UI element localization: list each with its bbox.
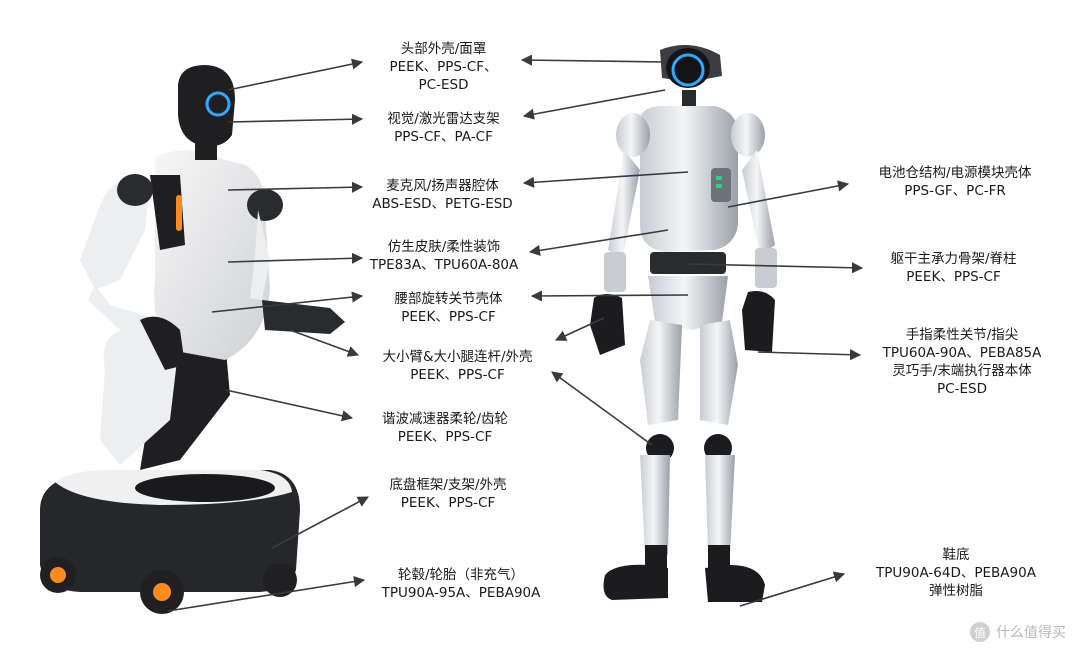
label-line: 灵巧手/末端执行器本体 <box>892 363 1032 379</box>
label-vision: 视觉/激光雷达支架 PPS-CF、PA-CF <box>366 110 521 146</box>
arrow-skin-left <box>227 252 364 264</box>
arrow-arm-right-upper <box>554 317 605 341</box>
label-wheel: 轮毂/轮胎（非充气） TPU90A-95A、PEBA90A <box>366 566 556 602</box>
arrow-battery <box>727 180 850 208</box>
label-hand: 手指柔性关节/指尖 TPU60A-90A、PEBA85A 灵巧手/末端执行器本体… <box>862 326 1062 398</box>
label-sole: 鞋底 TPU90A-64D、PEBA90A 弹性树脂 <box>856 546 1056 600</box>
label-battery: 电池仓结构/电源模块壳体 PPS-GF、PC-FR <box>850 164 1060 200</box>
label-line: PPS-GF、PC-FR <box>904 183 1006 199</box>
label-line: PC-ESD <box>418 77 469 93</box>
label-chassis: 底盘框架/支架/外壳 PEEK、PPS-CF <box>368 476 528 512</box>
label-line: TPU60A-90A、PEBA85A <box>882 345 1042 361</box>
label-line: PPS-CF、PA-CF <box>394 129 493 145</box>
label-line: TPU90A-95A、PEBA90A <box>381 585 541 601</box>
arrow-torso <box>687 262 864 274</box>
label-line: 视觉/激光雷达支架 <box>387 111 500 127</box>
right-robot <box>590 45 777 602</box>
label-line: 躯干主承力骨架/脊柱 <box>890 251 1017 267</box>
label-line: 大小臂&大小腿连杆/外壳 <box>382 349 533 365</box>
arrow-head-right <box>520 54 666 66</box>
arrow-skin-right <box>528 229 669 256</box>
arrow-sole <box>739 571 846 607</box>
arrow-vision-left <box>227 113 364 125</box>
arrow-arm-right-lower <box>551 371 653 446</box>
arrow-wheel-left <box>167 576 366 612</box>
label-torso: 躯干主承力骨架/脊柱 PEEK、PPS-CF <box>866 250 1041 286</box>
label-line: PEEK、PPS-CF、 <box>389 59 498 75</box>
left-robot <box>40 65 345 614</box>
label-head: 头部外壳/面罩 PEEK、PPS-CF、 PC-ESD <box>366 40 521 94</box>
label-line: PEEK、PPS-CF <box>906 269 1001 285</box>
arrow-mic-right <box>522 171 689 188</box>
label-line: 底盘框架/支架/外壳 <box>389 477 507 493</box>
label-line: 谐波减速器柔轮/齿轮 <box>381 411 509 427</box>
arrow-hand <box>757 349 862 361</box>
label-mic: 麦克风/扬声器腔体 ABS-ESD、PETG-ESD <box>360 177 525 213</box>
label-line: 弹性树脂 <box>929 583 983 599</box>
label-line: 电池仓结构/电源模块壳体 <box>878 165 1032 181</box>
label-line: PEEK、PPS-CF <box>401 309 496 325</box>
label-line: 鞋底 <box>942 547 970 563</box>
label-gear: 谐波减速器柔轮/齿轮 PEEK、PPS-CF <box>356 410 534 446</box>
watermark-text: 什么值得买 <box>996 625 1066 641</box>
arrow-waist-left <box>211 291 364 313</box>
label-waist: 腰部旋转关节壳体 PEEK、PPS-CF <box>366 290 531 326</box>
label-line: 仿生皮肤/柔性装饰 <box>387 239 501 255</box>
label-line: ABS-ESD、PETG-ESD <box>372 196 513 212</box>
arrow-vision-right <box>522 89 666 120</box>
label-line: 麦克风/扬声器腔体 <box>386 178 499 194</box>
label-line: PC-ESD <box>937 381 987 397</box>
label-line: 手指柔性关节/指尖 <box>905 327 1019 343</box>
label-line: TPU90A-64D、PEBA90A <box>876 565 1036 581</box>
label-line: TPE83A、TPU60A-80A <box>369 257 519 273</box>
label-line: 腰部旋转关节壳体 <box>394 291 503 307</box>
arrow-waist-right <box>530 290 689 302</box>
label-arm: 大小臂&大小腿连杆/外壳 PEEK、PPS-CF <box>360 348 555 384</box>
arrow-chassis-left <box>271 496 369 549</box>
callout-arrows <box>167 54 864 612</box>
label-line: PEEK、PPS-CF <box>397 429 493 445</box>
zhi-badge-icon: 值 <box>970 622 990 642</box>
label-line: PEEK、PPS-CF <box>400 495 496 511</box>
label-skin: 仿生皮肤/柔性装饰 TPE83A、TPU60A-80A <box>358 238 530 274</box>
arrow-gear-left <box>225 389 354 422</box>
arrow-arm-left <box>289 329 360 357</box>
arrow-head-left <box>227 58 364 91</box>
arrow-mic-left <box>227 181 364 193</box>
label-line: 轮毂/轮胎（非充气） <box>397 567 525 583</box>
label-line: PEEK、PPS-CF <box>410 367 505 383</box>
watermark: 值 什么值得买 <box>970 622 1066 642</box>
label-line: 头部外壳/面罩 <box>400 41 487 57</box>
